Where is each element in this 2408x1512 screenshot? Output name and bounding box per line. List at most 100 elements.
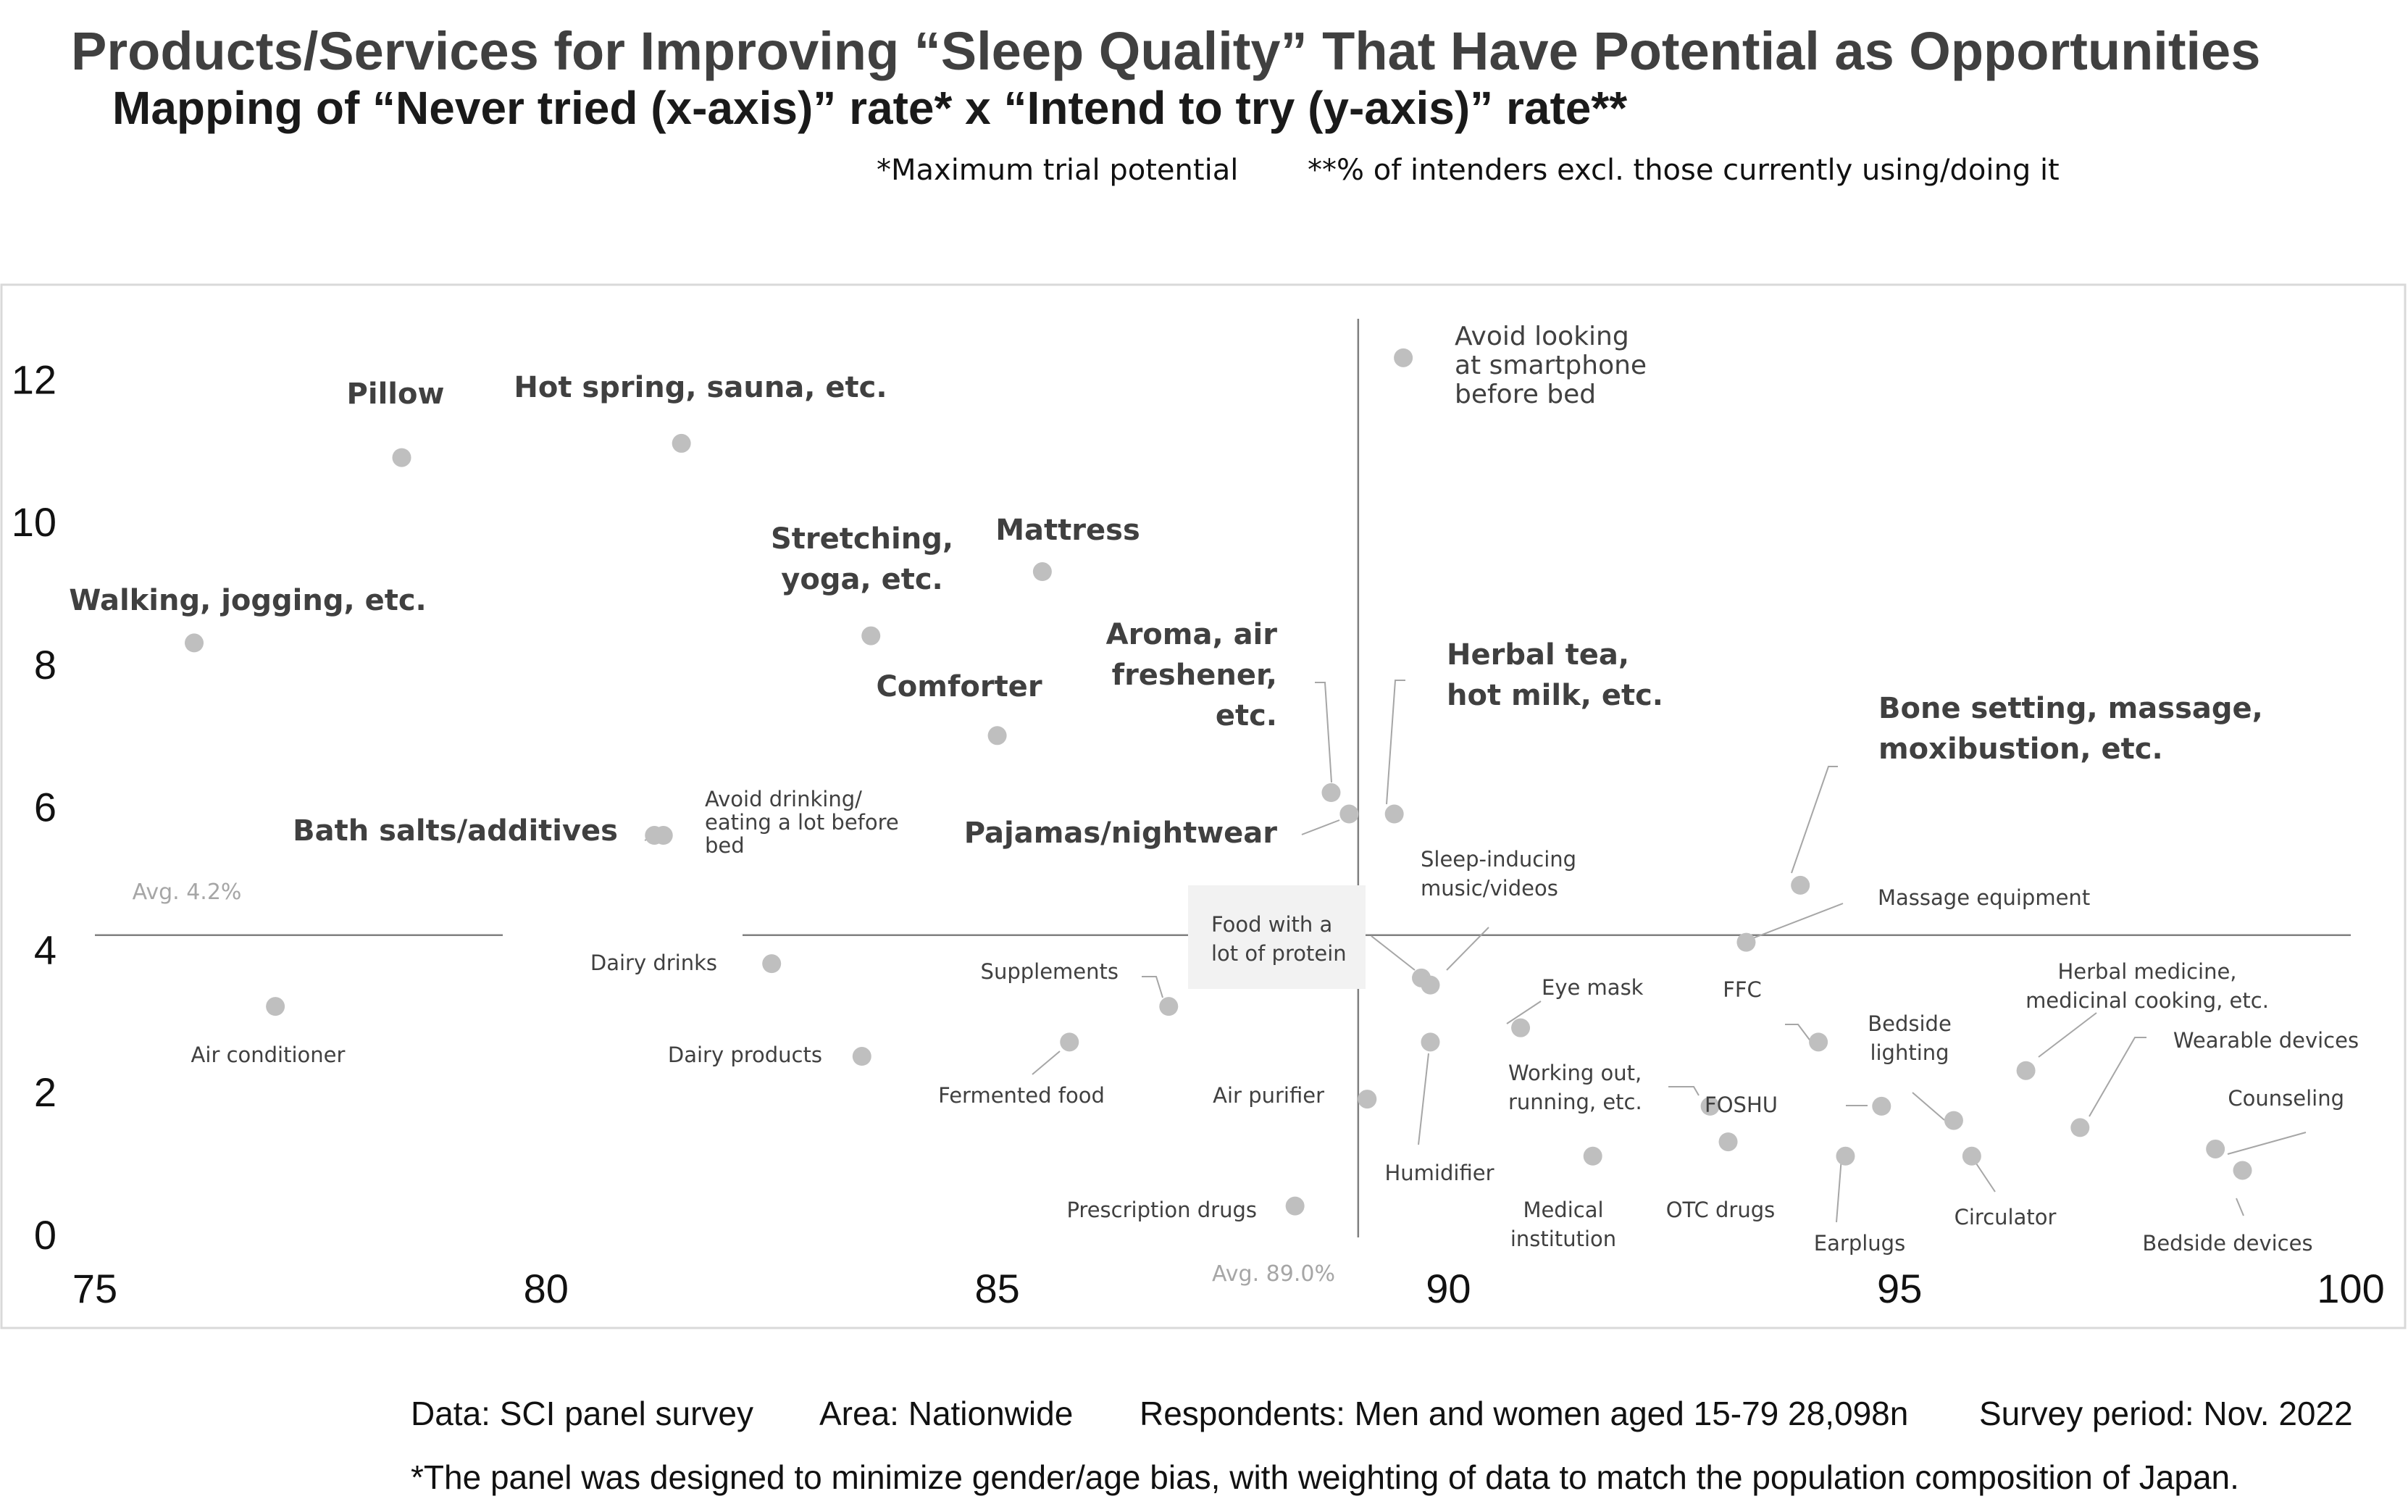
x-tick-label: 95 [1877,1266,1922,1311]
label-herbal-tea-hot-milk-etc: Herbal tea,hot milk, etc. [1447,638,1663,712]
footer-note: *The panel was designed to minimize gend… [411,1458,2239,1496]
point-bedside-devices [2233,1161,2252,1180]
footer-respondents: Respondents: Men and women aged 15-79 28… [1140,1395,1909,1432]
point-circulator [1944,1111,1963,1130]
point-bone-setting-massage-moxibustion-etc [1791,875,1810,895]
label-bath-salts-additives: Bath salts/additives [293,814,618,848]
leader-line [1791,766,1838,874]
point-medical-institution [1583,1146,1602,1166]
y-tick-label: 12 [12,356,57,402]
label-working-out-running-etc: Working out,running, etc. [1508,1061,1642,1114]
label-ffc: FFC [1723,977,1762,1002]
leader-line [1668,1086,1700,1096]
leader-line [1142,976,1163,998]
point-fermented-food [1060,1032,1079,1052]
point-earplugs [1836,1146,1855,1166]
label-eye-mask: Eye mask [1542,975,1644,1000]
label-herbal-medicine-medicinal-cooking-etc: Herbal medicine,medicinal cooking, etc. [2026,959,2269,1013]
point-stretching-yoga-etc [861,626,881,646]
x-tick-label: 80 [524,1266,569,1311]
point-herbal-tea-hot-milk-etc [1384,804,1404,824]
leader-line [1836,1157,1842,1223]
label-stretching-yoga-etc: Stretching,yoga, etc. [771,522,953,596]
point-avoid-drinking-eating-a-lot-before-bed [653,826,673,845]
point-air-conditioner [266,997,285,1016]
leader-line [1386,680,1405,805]
label-humidifier: Humidifier [1385,1161,1494,1185]
plot-frame [0,283,2407,1329]
point-eye-mask [1511,1018,1531,1037]
label-pillow: Pillow [347,377,445,411]
y-tick-label: 6 [34,785,57,830]
leader-line [1418,1053,1429,1145]
point-herbal-medicine-medicinal-cooking-etc [2016,1061,2036,1080]
label-box [1188,885,1366,989]
point-sleep-inducing-music-videos [1421,975,1440,995]
point-walking-jogging-etc [185,633,204,653]
point-prescription-drugs [1285,1196,1305,1216]
label-walking-jogging-etc: Walking, jogging, etc. [69,584,427,617]
point-working-out-running-etc [1700,1096,1720,1116]
point-dairy-products [852,1047,871,1066]
y-tick-label: 10 [12,499,57,545]
point-wearable-devices [2070,1118,2090,1137]
leader-line [1371,935,1416,971]
note-intenders: **% of intenders excl. those currently u… [1308,154,2060,187]
leader-line [1785,1024,1812,1043]
chart-title: Products/Services for Improving “Sleep Q… [71,21,2261,81]
y-tick-label: 0 [34,1212,57,1258]
label-fermented-food: Fermented food [938,1083,1105,1108]
point-pajamas-nightwear [1339,804,1359,824]
leader-line [2236,1198,2244,1216]
y-tick-label: 8 [34,642,57,688]
label-wearable-devices: Wearable devices [2173,1028,2359,1053]
leader-line [2038,1012,2097,1058]
y-tick-label: 4 [34,927,57,972]
x-tick-label: 85 [974,1266,1019,1311]
label-foshu: FOSHU [1705,1093,1778,1117]
label-boxes [1188,885,1366,989]
label-dairy-drinks: Dairy drinks [590,951,717,975]
point-comforter [987,726,1007,745]
label-supplements: Supplements [981,959,1119,984]
y-tick-label: 2 [34,1069,57,1115]
leader-line [1506,1001,1542,1024]
label-comforter: Comforter [876,670,1042,703]
point-mattress [1032,562,1052,582]
point-humidifier [1421,1032,1440,1052]
note-max-trial: *Maximum trial potential [877,154,1239,187]
x-tick-label: 100 [2317,1266,2384,1311]
point-air-purifier [1358,1090,1377,1109]
point-massage-equipment [1736,932,1756,952]
point-dairy-drinks [762,954,782,974]
point-ffc [1809,1032,1828,1052]
point-otc-drugs [1718,1132,1738,1152]
label-massage-equipment: Massage equipment [1878,885,2090,910]
leader-line [2089,1037,2146,1117]
label-hot-spring-sauna-etc: Hot spring, sauna, etc. [514,371,887,404]
leader-line [1912,1092,1945,1121]
footer-period: Survey period: Nov. 2022 [1979,1395,2353,1432]
label-prescription-drugs: Prescription drugs [1066,1198,1257,1222]
point-foshu [1962,1146,1981,1166]
label-bedside-devices: Bedside devices [2142,1231,2312,1256]
leader-line [1747,903,1844,941]
label-circulator: Circulator [1955,1205,2057,1229]
point-avoid-looking-at-smartphone-before-bed [1394,348,1413,367]
average-lines [95,319,2351,1237]
leader-line [1446,927,1489,971]
footer-data: Data: SCI panel survey [411,1395,754,1432]
label-air-purifier: Air purifier [1213,1083,1324,1108]
leader-line [2227,1132,2307,1155]
label-otc-drugs: OTC drugs [1666,1198,1776,1222]
